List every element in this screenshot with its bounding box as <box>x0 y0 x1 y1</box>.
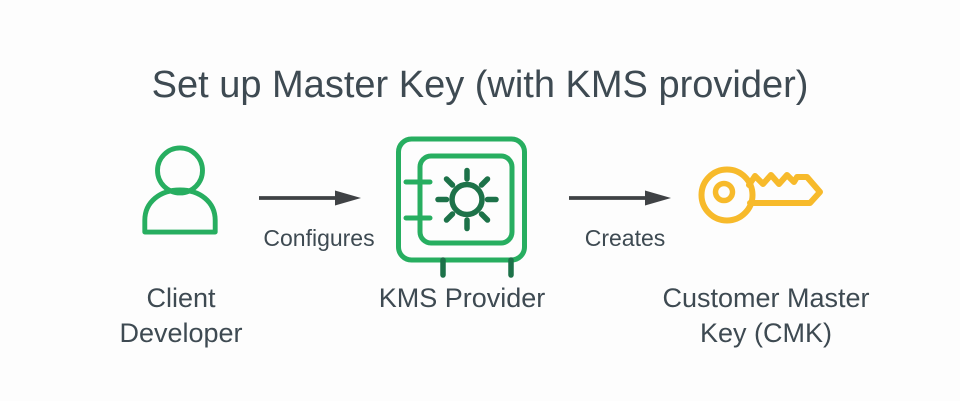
person-icon <box>142 145 218 235</box>
label-customer-master-key: Customer Master Key (CMK) <box>646 281 886 351</box>
arrow-creates <box>568 189 672 207</box>
arrow-label-configures: Configures <box>263 225 375 251</box>
arrow-configures <box>258 189 362 207</box>
right-arrow-icon <box>569 190 671 206</box>
node-kms-provider <box>394 134 528 278</box>
label-line: Customer Master <box>662 283 870 313</box>
arrow-label-creates: Creates <box>584 225 666 251</box>
safe-icon <box>396 136 527 278</box>
label-line: KMS Provider <box>378 283 546 313</box>
right-arrow-icon <box>259 190 361 206</box>
key-icon <box>698 166 823 224</box>
safe-dial <box>435 167 499 232</box>
label-kms-provider: KMS Provider <box>342 281 582 316</box>
label-client-developer: Client Developer <box>61 281 301 351</box>
label-line: Developer <box>119 318 243 348</box>
label-line: Key (CMK) <box>699 318 832 348</box>
node-client-developer <box>136 145 224 235</box>
node-customer-master-key <box>698 159 824 244</box>
label-line: Client <box>146 283 216 313</box>
diagram-title: Set up Master Key (with KMS provider) <box>151 64 809 106</box>
